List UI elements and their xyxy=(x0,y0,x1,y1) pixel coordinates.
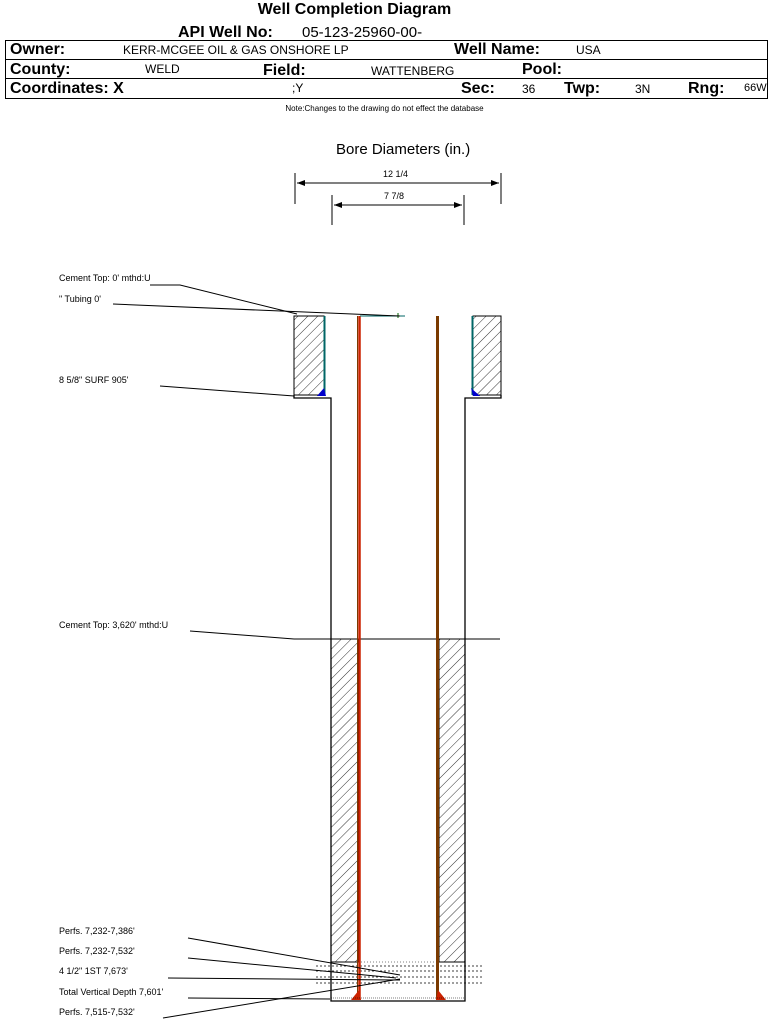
casing-shoe-left xyxy=(351,990,361,1000)
perforation-interval-box xyxy=(330,961,466,1002)
callout-tubing: " Tubing 0' xyxy=(59,294,101,304)
well-name-label: Well Name: xyxy=(454,41,540,58)
rng-label: Rng: xyxy=(688,80,725,97)
casing-shoe-right xyxy=(436,990,446,1000)
callout-leaders xyxy=(112,284,401,1019)
surface-shoe-right xyxy=(471,388,480,396)
surface-shoe-left xyxy=(317,388,326,396)
dimension-inner xyxy=(331,195,465,225)
well-name-value: USA xyxy=(576,43,601,57)
owner-label: Owner: xyxy=(10,41,66,58)
callout-cement-top-production: Cement Top: 3,620' mthd:U xyxy=(59,620,169,630)
twp-label: Twp: xyxy=(564,80,601,97)
production-cement-right xyxy=(438,638,466,963)
callout-cement-top-surface: Cement Top: 0' mthd:U xyxy=(59,273,151,283)
production-cement-left xyxy=(330,638,359,963)
bore-diameters-title: Bore Diameters (in.) xyxy=(336,141,471,158)
dimension-outer xyxy=(294,173,502,204)
rng-value: 66W xyxy=(744,82,767,94)
page-title: Well Completion Diagram xyxy=(257,1,452,18)
api-value: 05-123-25960-00- xyxy=(302,24,423,41)
callout-perfs-3: Perfs. 7,515-7,532' xyxy=(59,1007,135,1017)
sec-value: 36 xyxy=(522,82,536,96)
database-note: Note:Changes to the drawing do not effec… xyxy=(285,104,484,113)
pool-label: Pool: xyxy=(522,61,562,78)
county-label: County: xyxy=(10,61,71,78)
callout-total-vertical-depth: Total Vertical Depth 7,601' xyxy=(59,987,164,997)
api-label: API Well No: xyxy=(178,24,273,41)
coordinates-y: ;Y xyxy=(292,81,304,95)
callout-perfs-2: Perfs. 7,232-7,532' xyxy=(59,946,135,956)
twp-value: 3N xyxy=(635,82,651,96)
outer-diameter-label: 12 1/4 xyxy=(383,169,409,179)
county-value: WELD xyxy=(145,62,180,76)
callout-production-casing: 4 1/2" 1ST 7,673' xyxy=(59,966,128,976)
inner-diameter-label: 7 7/8 xyxy=(384,191,405,201)
coordinates-label: Coordinates: X xyxy=(10,80,124,97)
field-value: WATTENBERG xyxy=(371,64,455,78)
coordinates-row: Coordinates: X ;Y Sec: 36 Twp: 3N Rng: 6… xyxy=(5,78,768,99)
open-hole-outline xyxy=(293,395,502,1002)
callout-surface-casing: 8 5/8" SURF 905' xyxy=(59,375,129,385)
field-label: Field: xyxy=(263,62,306,79)
sec-label: Sec: xyxy=(461,80,495,97)
owner-value: KERR-MCGEE OIL & GAS ONSHORE LP xyxy=(123,43,349,57)
surface-cement-left xyxy=(293,315,325,396)
surface-cement-right xyxy=(472,315,502,396)
callout-perfs-1: Perfs. 7,232-7,386' xyxy=(59,926,135,936)
